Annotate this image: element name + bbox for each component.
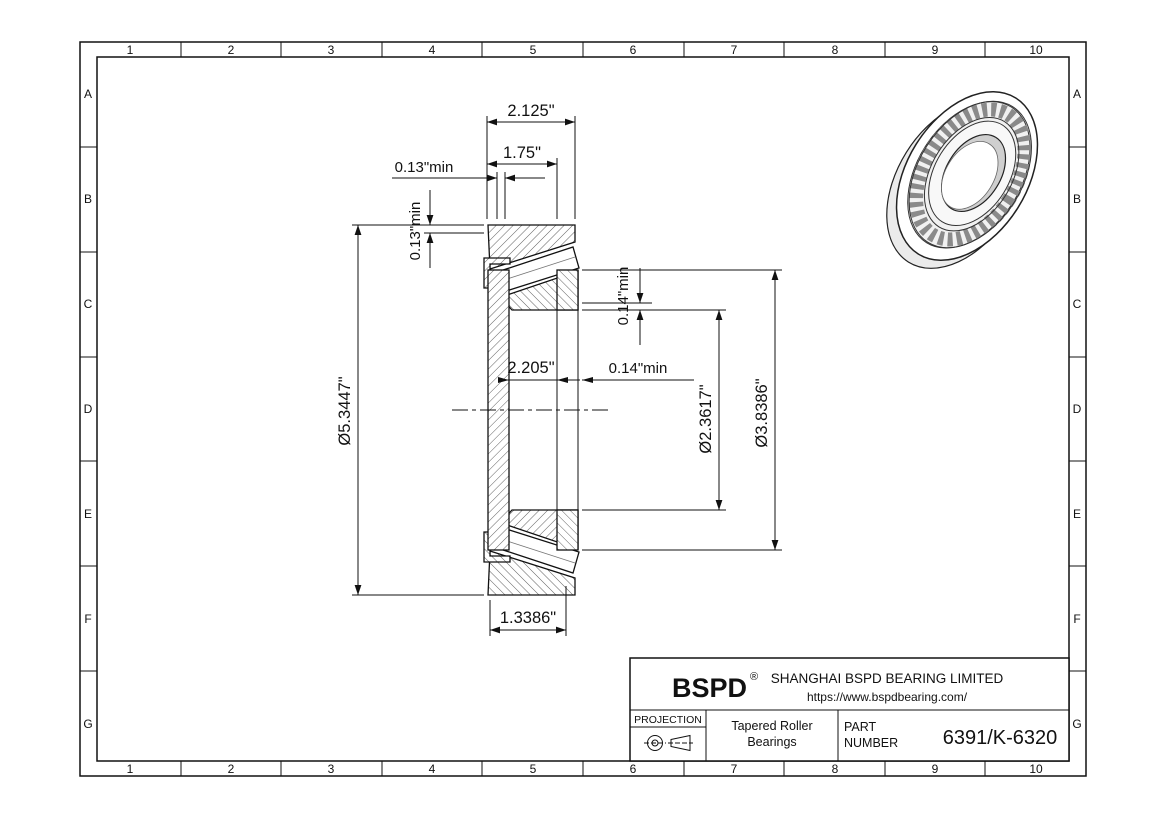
border-grid: 1 2 3 4 5 6 7 8 9 10 1 2 3 4 5 6 7 8 9 1… <box>79 41 1087 777</box>
grid-col-label: 3 <box>328 762 335 776</box>
company-name: SHANGHAI BSPD BEARING LIMITED <box>771 671 1004 686</box>
sleeve-section-top <box>556 269 579 311</box>
product-type-line1: Tapered Roller <box>731 719 812 733</box>
grid-col-label: 1 <box>127 762 134 776</box>
grid-col-label: 1 <box>127 43 134 57</box>
grid-ticks <box>80 42 1086 776</box>
part-number-label-line1: PART <box>844 720 877 734</box>
grid-row-label: E <box>1073 507 1081 521</box>
dim-text-standout-h: 0.13"min <box>395 159 454 176</box>
company-website: https://www.bspdbearing.com/ <box>807 690 968 704</box>
dim-front-standout-v: 0.14"min <box>582 267 652 345</box>
grid-col-labels-top: 1 2 3 4 5 6 7 8 9 10 <box>127 43 1043 57</box>
grid-row-label: D <box>1073 402 1082 416</box>
dimensions-layer: 2.125" 1.75" 0.13"min 0.13"min <box>336 102 782 636</box>
dim-outer-diameter: Ø5.3447" <box>336 224 484 596</box>
grid-row-label: F <box>1073 612 1080 626</box>
grid-row-labels-right: A B C D E F G <box>1072 87 1081 731</box>
part-number-label-line2: NUMBER <box>844 736 898 750</box>
dim-bore-diameter: Ø2.3617" <box>582 309 726 511</box>
grid-row-label: F <box>84 612 91 626</box>
grid-col-label: 4 <box>429 43 436 57</box>
grid-col-label: 5 <box>530 762 537 776</box>
roller-axis-line <box>500 256 576 282</box>
dim-cone-width: 1.3386" <box>489 586 567 636</box>
grid-col-labels-bottom: 1 2 3 4 5 6 7 8 9 10 <box>127 762 1043 776</box>
bearing-roller-band-outer-edge <box>908 100 1032 249</box>
dim-text-front-standout-h: 0.14"min <box>609 360 668 377</box>
dim-text-front-standout-v: 0.14"min <box>615 267 632 326</box>
grid-col-label: 6 <box>630 43 637 57</box>
grid-col-label: 9 <box>932 762 939 776</box>
dim-standout-v: 0.13"min <box>407 190 484 268</box>
grid-row-label: A <box>1073 87 1081 101</box>
dim-text-total-width: 2.125" <box>507 102 554 120</box>
dim-text-cone-width: 1.3386" <box>500 609 556 627</box>
brand-logo-text: BSPD <box>672 673 747 703</box>
grid-col-label: 9 <box>932 43 939 57</box>
bearing-rollers <box>909 102 1032 247</box>
dim-text-cup-width: 1.75" <box>503 144 541 162</box>
isometric-view <box>886 90 1039 269</box>
dim-spacer-width: 2.205" <box>498 359 580 383</box>
grid-row-label: B <box>84 192 92 206</box>
grid-col-label: 8 <box>832 762 839 776</box>
dim-text-standout-v: 0.13"min <box>407 202 424 261</box>
grid-col-label: 10 <box>1029 43 1043 57</box>
dim-standout-h: 0.13"min <box>392 159 545 219</box>
title-block: BSPD ® SHANGHAI BSPD BEARING LIMITED htt… <box>629 657 1070 762</box>
grid-col-label: 3 <box>328 43 335 57</box>
product-type-line2: Bearings <box>747 735 796 749</box>
bearing-bore-inner-wall <box>941 141 999 210</box>
bearing-roller-band-inner-edge <box>923 117 1020 232</box>
grid-row-labels-left: A B C D E F G <box>83 87 92 731</box>
grid-col-label: 4 <box>429 762 436 776</box>
sleeve-section-bottom <box>556 509 579 551</box>
dim-text-spacer-width: 2.205" <box>507 359 554 377</box>
grid-row-label: G <box>1072 717 1081 731</box>
bearing-half-section-mirrored <box>0 509 580 821</box>
grid-row-label: E <box>84 507 92 521</box>
grid-col-label: 10 <box>1029 762 1043 776</box>
grid-col-label: 6 <box>630 762 637 776</box>
dim-flange-diameter: Ø3.8386" <box>582 269 782 551</box>
grid-col-label: 8 <box>832 43 839 57</box>
grid-row-label: C <box>1073 297 1082 311</box>
grid-row-label: A <box>84 87 92 101</box>
section-view <box>0 224 608 821</box>
registered-mark: ® <box>750 671 758 683</box>
dim-cup-width: 1.75" <box>487 144 558 219</box>
grid-row-label: C <box>84 297 93 311</box>
dim-text-flange-diameter: Ø3.8386" <box>753 378 771 447</box>
grid-col-label: 5 <box>530 43 537 57</box>
grid-col-label: 2 <box>228 762 235 776</box>
part-number-value: 6391/K-6320 <box>943 727 1058 749</box>
grid-row-label: G <box>83 717 92 731</box>
projection-symbol-icon <box>644 734 693 752</box>
dim-front-standout-h: 0.14"min <box>582 360 694 383</box>
projection-label: PROJECTION <box>634 714 702 726</box>
dim-total-width: 2.125" <box>486 102 576 219</box>
grid-col-label: 2 <box>228 43 235 57</box>
grid-row-label: B <box>1073 192 1081 206</box>
dim-text-outer-diameter: Ø5.3447" <box>336 376 354 445</box>
grid-row-label: D <box>84 402 93 416</box>
grid-col-label: 7 <box>731 762 738 776</box>
dim-text-bore-diameter: Ø2.3617" <box>697 384 715 453</box>
bearing-half-section <box>483 224 580 311</box>
grid-col-label: 7 <box>731 43 738 57</box>
